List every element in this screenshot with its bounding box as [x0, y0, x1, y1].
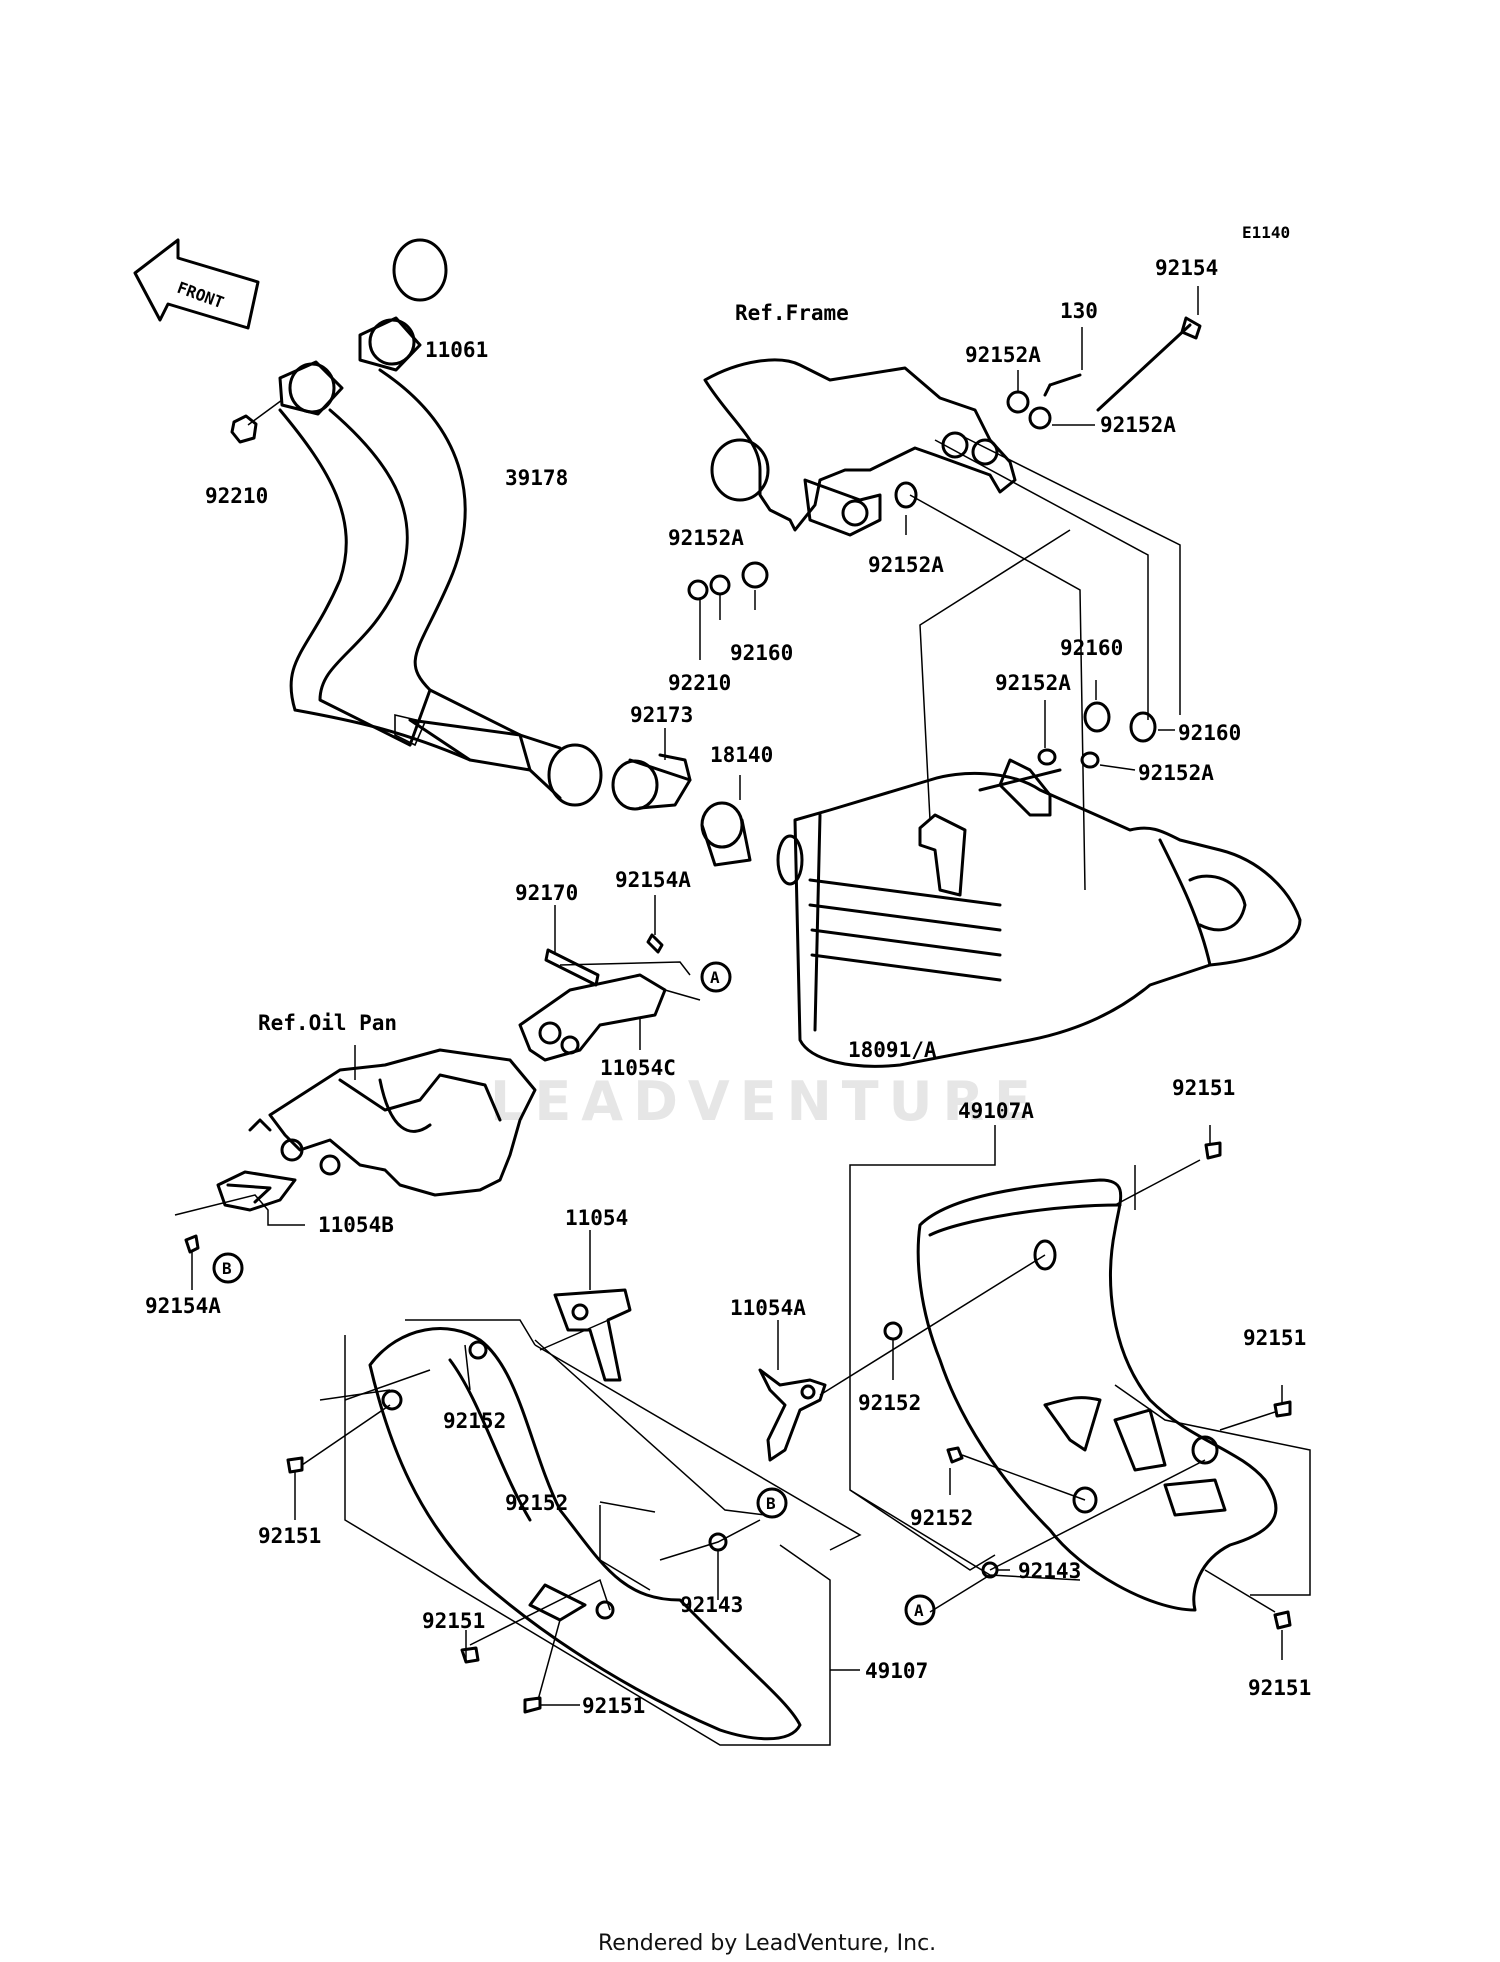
part-label-11054A: 11054A — [730, 1296, 806, 1320]
part-label-92152A: 92152A — [868, 553, 944, 577]
part-label-92152A: 92152A — [995, 671, 1071, 695]
callout-B-left: B — [212, 1252, 244, 1284]
part-label-92160: 92160 — [730, 641, 793, 665]
footer-credit: Rendered by LeadVenture, Inc. — [598, 1931, 936, 1956]
part-label-92152A: 92152A — [965, 343, 1041, 367]
part-label-11054: 11054 — [565, 1206, 628, 1230]
front-arrow-icon: FRONT — [133, 238, 260, 330]
pin-92170 — [544, 948, 600, 987]
part-label-92152: 92152 — [443, 1409, 506, 1433]
bolt-92151-a — [286, 1456, 304, 1474]
washer-92152A — [1006, 390, 1030, 414]
part-label-92173: 92173 — [630, 703, 693, 727]
part-label-92160: 92160 — [1060, 636, 1123, 660]
watermark: LEADVENTURE — [490, 1070, 1041, 1133]
svg-text:B: B — [222, 1259, 232, 1278]
callout-A-top: A — [700, 961, 732, 993]
part-label-92154A: 92154A — [145, 1294, 221, 1318]
part-label-92151: 92151 — [1248, 1676, 1311, 1700]
gasket-11061 — [392, 238, 448, 302]
part-label-92210: 92210 — [205, 484, 268, 508]
part-label-18140: 18140 — [710, 743, 773, 767]
part-label-92151: 92151 — [422, 1609, 485, 1633]
ref-frame-label: Ref.Frame — [735, 301, 849, 325]
frame-reference — [703, 358, 1017, 537]
bracket-11054C — [518, 973, 667, 1062]
gasket-18140 — [700, 801, 752, 867]
callout-A-bottom: A — [904, 1594, 936, 1626]
part-label-92143: 92143 — [680, 1593, 743, 1617]
part-label-92152: 92152 — [910, 1506, 973, 1530]
part-label-18091A: 18091/A — [848, 1038, 937, 1062]
bracket-11054B — [216, 1170, 297, 1212]
part-label-92152A: 92152A — [1138, 761, 1214, 785]
bolt-130 — [1048, 373, 1082, 387]
bolt-92154A-a — [646, 933, 664, 954]
nut-92210-a — [230, 414, 258, 444]
heat-shield-49107A — [916, 1178, 1278, 1612]
part-label-130: 130 — [1060, 299, 1098, 323]
bolt-92151-c — [1204, 1141, 1222, 1160]
oil-pan-reference — [248, 1048, 537, 1197]
part-label-92152A: 92152A — [1100, 413, 1176, 437]
part-label-92152: 92152 — [505, 1491, 568, 1515]
part-label-92151: 92151 — [1172, 1076, 1235, 1100]
part-label-92143: 92143 — [1018, 1559, 1081, 1583]
part-label-11054B: 11054B — [318, 1213, 394, 1237]
part-label-92154A: 92154A — [615, 868, 691, 892]
part-label-92152A: 92152A — [668, 526, 744, 550]
bolt-92154A-b — [184, 1234, 200, 1254]
svg-text:B: B — [766, 1494, 776, 1513]
part-label-92160: 92160 — [1178, 721, 1241, 745]
part-label-39178: 39178 — [505, 466, 568, 490]
part-label-92151: 92151 — [582, 1694, 645, 1718]
callout-B-right: B — [756, 1487, 788, 1519]
bolt-92151-d — [1273, 1400, 1292, 1418]
bolt-92151-e — [1273, 1610, 1292, 1630]
part-label-92170: 92170 — [515, 881, 578, 905]
svg-text:A: A — [710, 968, 720, 987]
washer-92152-b — [883, 1321, 903, 1341]
washer-92152-a — [468, 1340, 488, 1360]
clamp-92173 — [611, 753, 692, 811]
bracket-11054 — [553, 1288, 632, 1382]
part-label-49107A: 49107A — [958, 1099, 1034, 1123]
part-label-49107: 49107 — [865, 1659, 928, 1683]
part-label-92152: 92152 — [858, 1391, 921, 1415]
ref-oil-pan-label: Ref.Oil Pan — [258, 1011, 397, 1035]
part-label-92151: 92151 — [258, 1524, 321, 1548]
svg-text:A: A — [914, 1601, 924, 1620]
bolt-92151-b — [460, 1646, 480, 1664]
part-label-92210: 92210 — [668, 671, 731, 695]
bolt-92154 — [1096, 323, 1192, 412]
part-label-11054C: 11054C — [600, 1056, 676, 1080]
muffler-18091A — [776, 758, 1302, 1068]
part-label-11061: 11061 — [425, 338, 488, 362]
bracket-11054A — [758, 1368, 827, 1462]
part-label-92151: 92151 — [1243, 1326, 1306, 1350]
diagram-code: E1140 — [1242, 223, 1290, 242]
part-label-92154: 92154 — [1155, 256, 1218, 280]
exhaust-header-pipe — [278, 238, 603, 807]
grommet-92160 — [1083, 701, 1111, 733]
